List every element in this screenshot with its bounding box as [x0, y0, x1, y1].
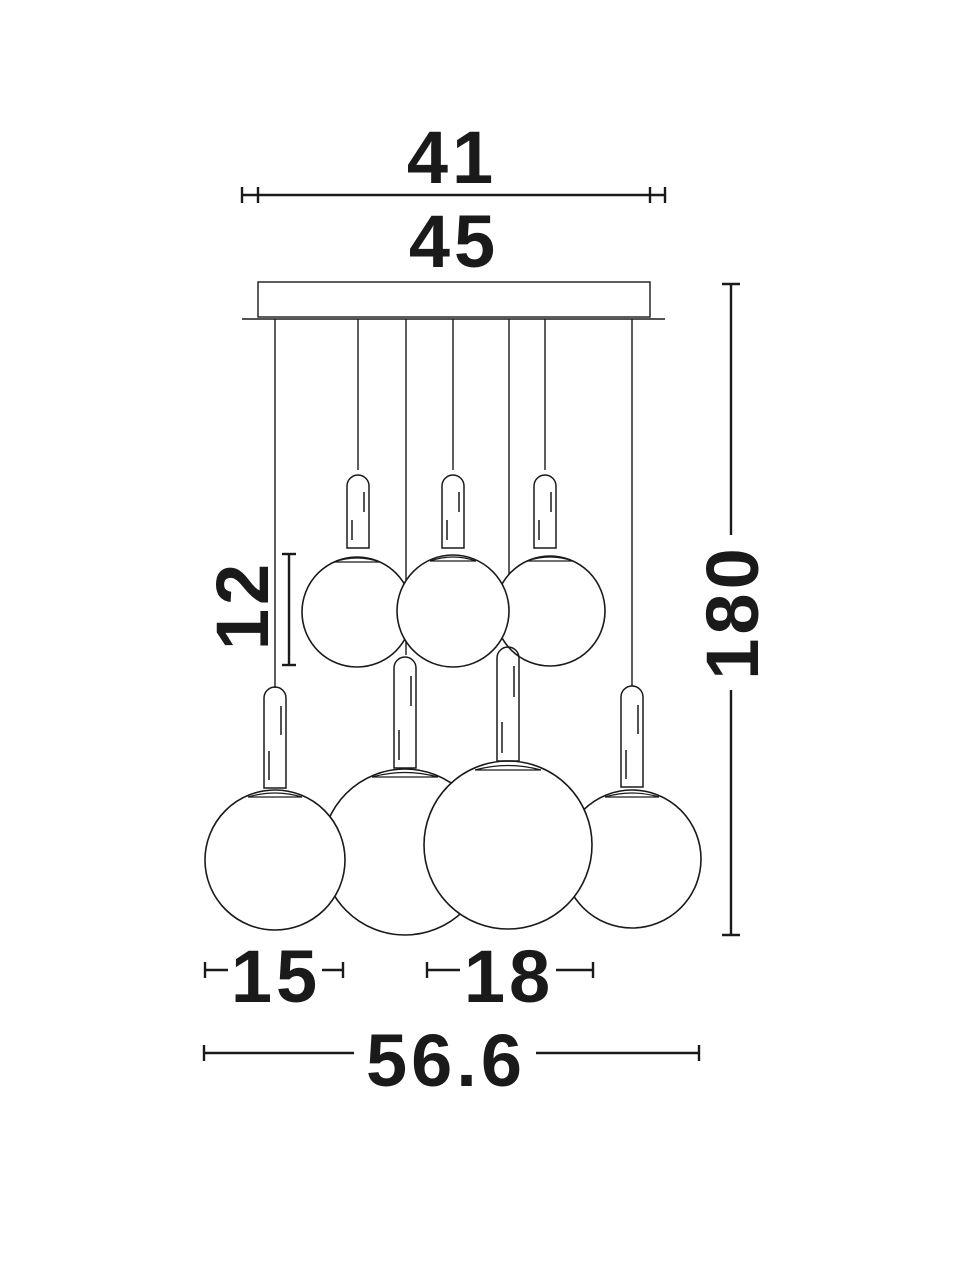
- medium-globe-left: [204, 686, 346, 931]
- dimension-label-12: 12: [201, 560, 284, 650]
- large-globe-center-right: [423, 646, 593, 930]
- dimension-label-15: 15: [231, 935, 321, 1018]
- dimension-56-6: 56.6: [202, 1019, 701, 1102]
- dimension-180: 180: [691, 282, 774, 937]
- dimension-18: 18: [425, 935, 595, 1018]
- ceiling-canopy: [242, 281, 665, 320]
- dimension-label-45: 45: [409, 200, 499, 283]
- dimension-label-180: 180: [691, 544, 774, 679]
- dimension-15: 15: [203, 935, 345, 1018]
- dimension-label-41: 41: [407, 116, 497, 199]
- dimension-label-56-6: 56.6: [366, 1019, 526, 1102]
- dimension-41: 41: [240, 116, 667, 203]
- small-globe-right: [494, 474, 606, 667]
- small-globe-left: [301, 474, 413, 668]
- medium-globe-right: [562, 685, 702, 929]
- small-globe-center: [396, 474, 510, 668]
- dimension-12: 12: [201, 552, 296, 667]
- dimension-label-18: 18: [464, 935, 554, 1018]
